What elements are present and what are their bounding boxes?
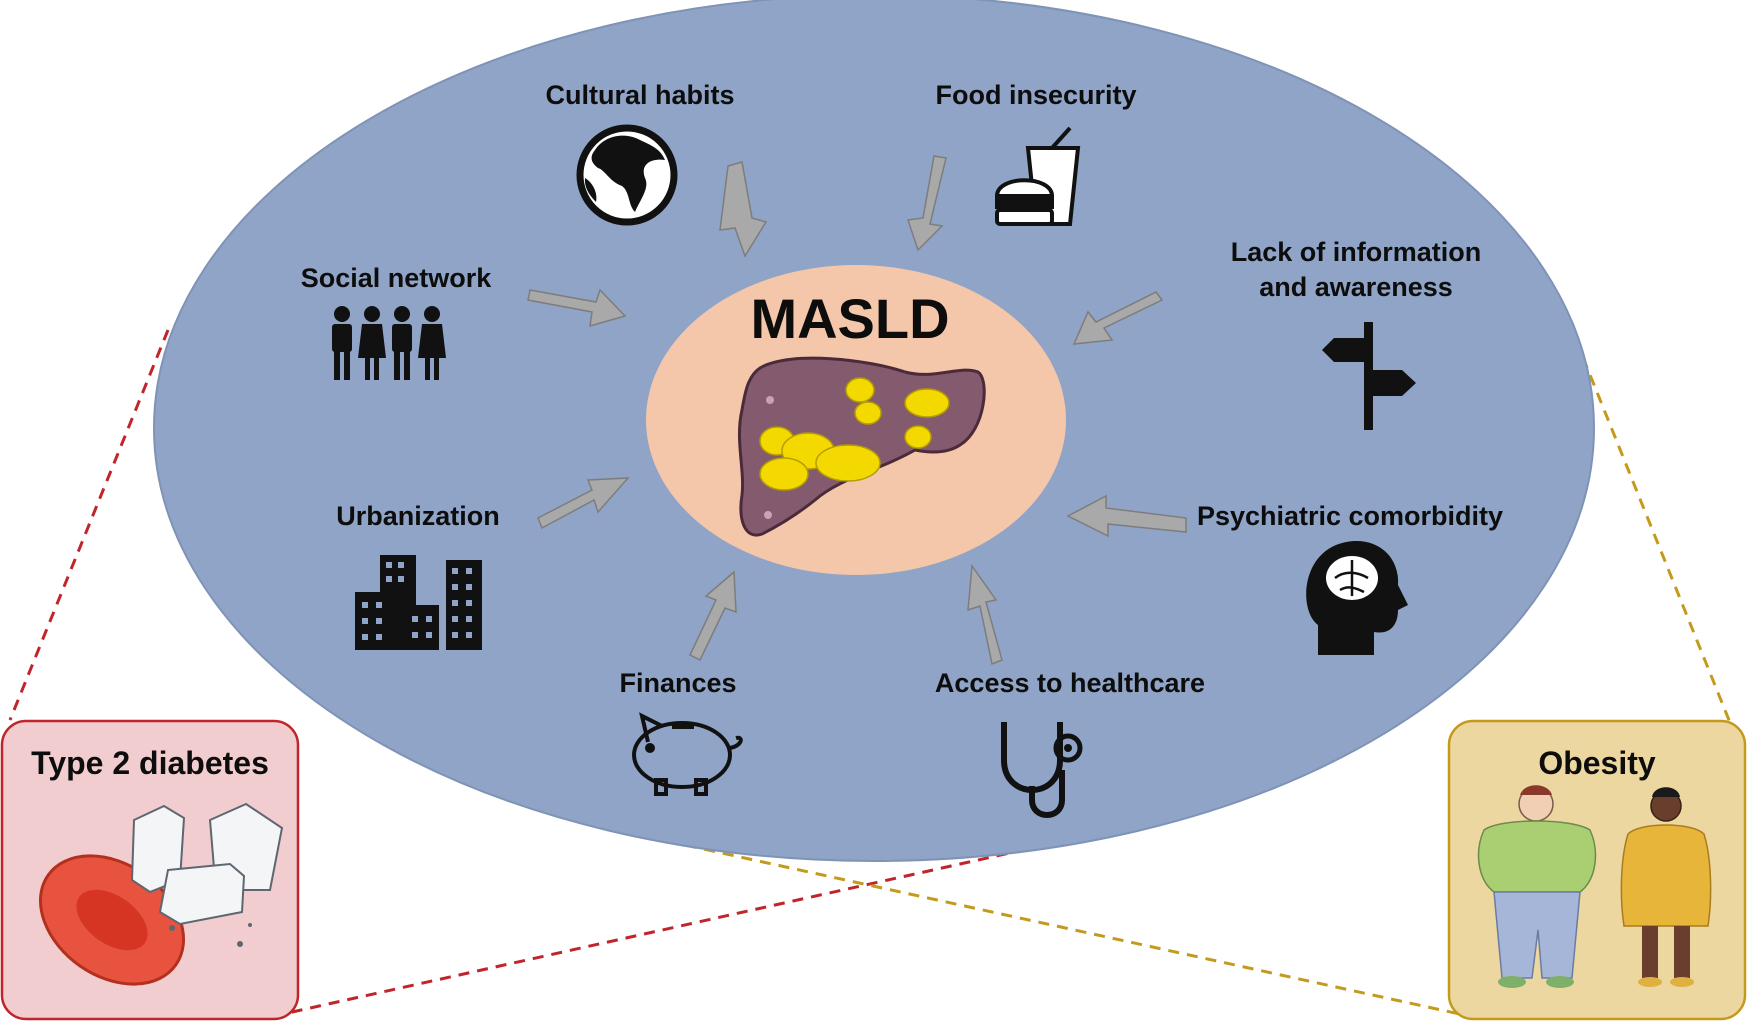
globe-icon [576,124,678,226]
label-cultural-habits: Cultural habits [545,80,735,110]
fatty-liver-icon [737,356,986,537]
brain-head-icon [1306,540,1408,655]
arrow-food-insecurity [907,155,947,252]
label-food-insecurity: Food insecurity [935,80,1137,110]
label-psychiatric-comorbidity: Psychiatric comorbidity [1196,501,1504,531]
arrow-cultural-habits [719,161,768,258]
masld-title: MASLD [750,287,950,350]
fast-food-icon [994,126,1081,226]
diabetes-title: Type 2 diabetes [31,745,269,781]
arrow-psychiatric [1066,494,1187,538]
city-buildings-icon [355,555,482,650]
label-urbanization: Urbanization [336,501,500,531]
obesity-connector-lines [629,339,1737,1020]
arrow-social-network [527,288,627,328]
blood-cell-sugar-cubes-icon [38,802,284,986]
piggy-bank-icon [632,712,743,796]
people-group-icon [332,306,446,380]
arrow-urbanization [537,477,630,530]
signpost-icon [1322,322,1416,430]
arrows [527,155,1187,666]
arrow-finances [689,570,737,662]
diabetes-connector-lines [8,329,1101,1020]
label-social-network: Social network [300,263,492,293]
label-lack-of-information-line1: Lack of information [1230,237,1482,267]
stethoscope-icon [1001,722,1083,818]
obese-people-icon [1477,785,1712,988]
label-access-to-healthcare: Access to healthcare [934,668,1206,698]
arrow-healthcare [967,563,1003,666]
arrow-lack-of-information [1072,291,1164,345]
label-lack-of-information-line2: and awareness [1259,272,1453,302]
label-finances: Finances [619,668,737,698]
obesity-title: Obesity [1538,745,1656,781]
